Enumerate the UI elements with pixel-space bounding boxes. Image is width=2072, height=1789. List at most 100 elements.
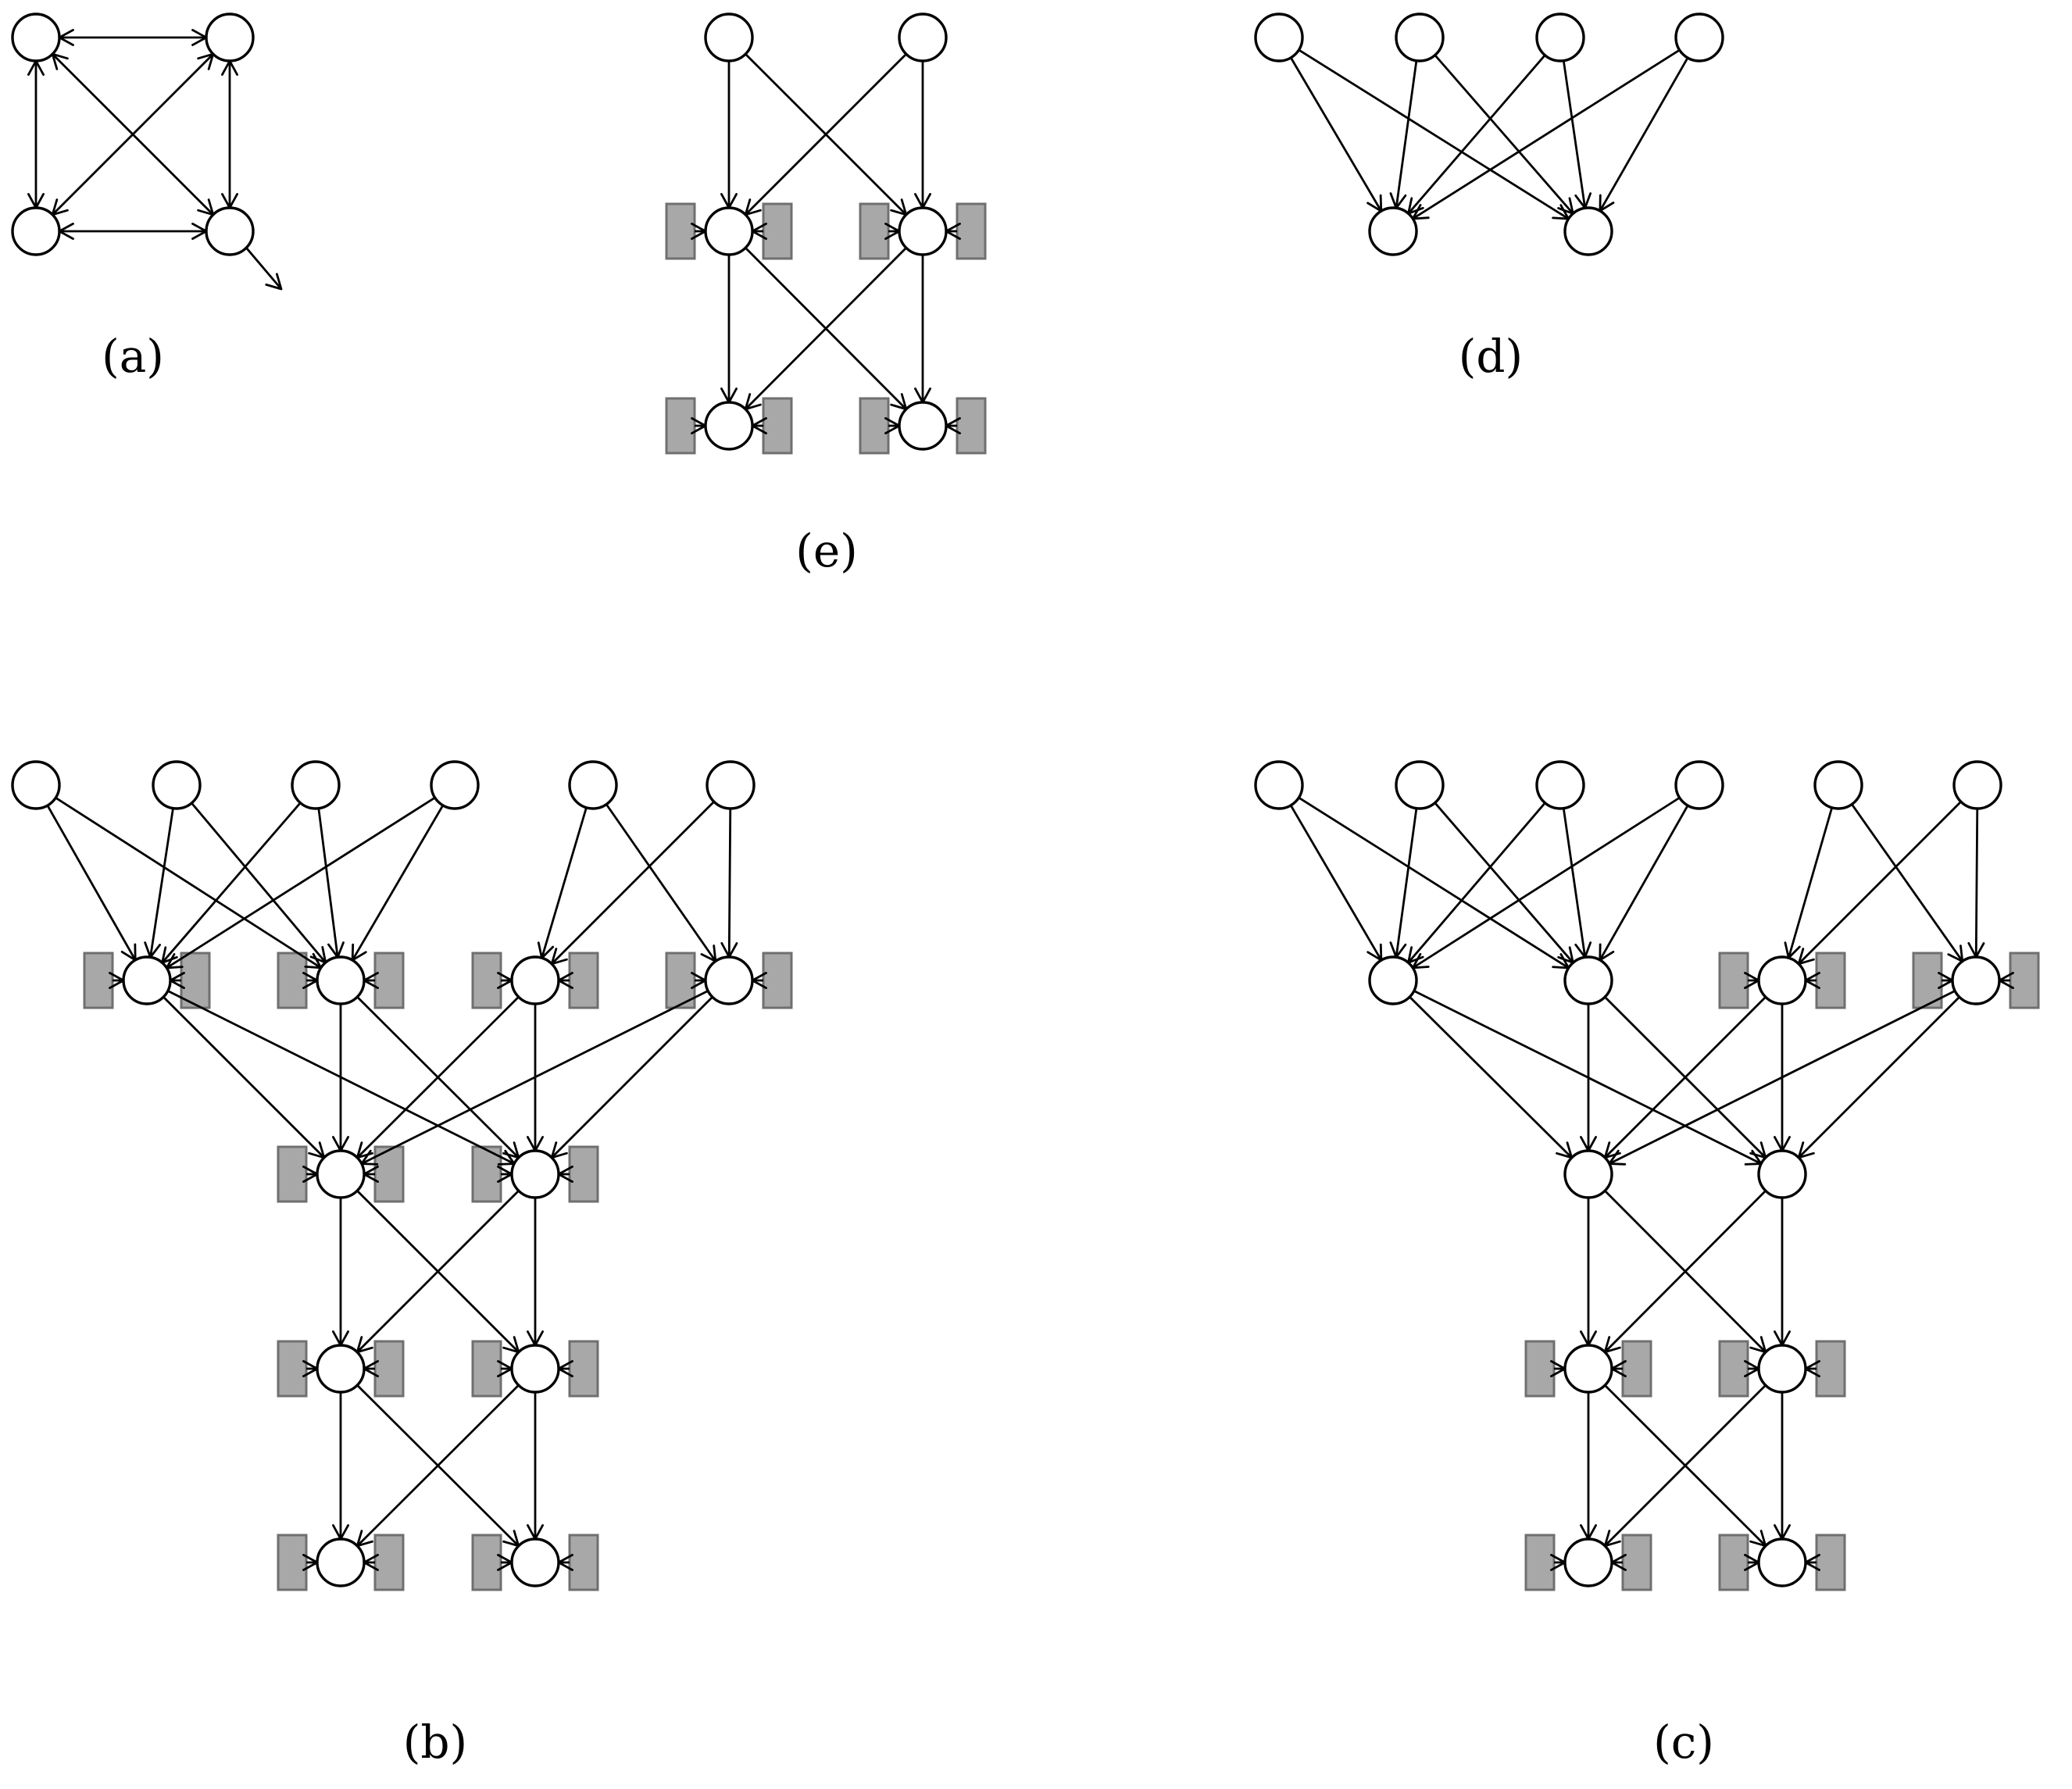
b-layer1-node-4-input-block-right: [762, 952, 793, 1009]
b-edge-l2n2-l3n1: [356, 1190, 520, 1353]
c-layer4-node-2-input-block-left: [1718, 1534, 1749, 1591]
d-edge-1-2: [1298, 48, 1570, 220]
b-layer1-node-1: [122, 955, 172, 1005]
b-layer3-node-1: [316, 1344, 366, 1394]
c-layer1-node-1: [1368, 955, 1418, 1005]
b-edge-l3n2-l4n1: [356, 1384, 520, 1547]
d-output-node-2: [1563, 206, 1613, 256]
b-layer1-node-2-input-block-left: [277, 952, 308, 1009]
c-edge-t1-l1n1: [1289, 805, 1383, 961]
c-layer1-node-3: [1757, 955, 1807, 1005]
e-output-node-2-input-block-right: [956, 397, 987, 455]
e-hidden-node-2-input-block-right: [956, 202, 987, 260]
c-edge-t4-l1n1: [1412, 796, 1681, 969]
c-input-node-3: [1535, 760, 1585, 810]
c-layer1-node-4-input-block-left: [1912, 952, 1943, 1009]
b-layer2-node-1: [316, 1149, 366, 1199]
a-edge-2-3: [52, 53, 214, 216]
c-edge-t5-l1n3: [1787, 807, 1834, 959]
nodes-layer: [11, 12, 2002, 1587]
b-edge-t6-l1n4: [727, 808, 732, 958]
b-layer1-node-4: [704, 955, 754, 1005]
c-layer4-node-1-input-block-right: [1621, 1534, 1652, 1591]
b-input-node-2: [152, 760, 202, 810]
c-layer1-node-4: [1951, 955, 2001, 1005]
b-edge-t1-l1n2: [55, 797, 322, 969]
c-edge-l1n3-l2n1: [1604, 996, 1767, 1159]
c-edge-t1-l1n2: [1298, 796, 1570, 969]
c-layer2-node-2: [1757, 1149, 1807, 1199]
a-node-1: [11, 12, 61, 62]
c-edge-t4-l1n2: [1599, 805, 1689, 961]
b-edge-t5-l1n3: [541, 807, 588, 959]
b-edge-t4-l1n1: [166, 796, 436, 969]
panel-d-caption: (d): [1459, 330, 1523, 383]
b-edge-t3-l1n2: [317, 808, 339, 958]
b-input-node-1: [11, 760, 61, 810]
e-hidden-node-1-input-block-left: [665, 202, 696, 260]
b-layer1-node-1-input-block-left: [83, 952, 114, 1009]
b-layer2-node-2-input-block-right: [568, 1145, 599, 1203]
b-edge-t1-l1n1: [46, 805, 137, 961]
c-edge-t3-l1n2: [1562, 808, 1587, 958]
b-layer3-node-2: [510, 1344, 560, 1394]
e-output-node-1: [704, 401, 754, 451]
b-layer2-node-1-input-block-right: [373, 1145, 405, 1203]
c-edge-l1n4-l2n1: [1609, 990, 1956, 1165]
c-layer2-node-1: [1563, 1149, 1613, 1199]
b-layer1-node-3-input-block-left: [471, 952, 502, 1009]
c-layer1-node-3-input-block-left: [1718, 952, 1749, 1009]
c-layer4-node-1: [1563, 1537, 1613, 1587]
b-layer3-node-1-input-block-left: [277, 1340, 308, 1398]
c-layer1-node-3-input-block-right: [1815, 952, 1846, 1009]
b-layer1-node-4-input-block-left: [665, 952, 696, 1009]
e-input-node-1: [704, 12, 754, 62]
c-edge-t5-l1n4: [1851, 803, 1963, 962]
b-edge-t6-l1n3: [551, 801, 715, 965]
c-edge-l2n2-l3n1: [1604, 1190, 1767, 1353]
c-layer3-node-1-input-block-right: [1621, 1340, 1652, 1398]
c-input-node-6: [1952, 760, 2002, 810]
panel-a-caption: (a): [102, 330, 164, 383]
e-output-node-2: [898, 401, 948, 451]
b-edge-t5-l1n4: [605, 803, 717, 962]
c-layer1-node-2: [1563, 955, 1613, 1005]
b-layer2-node-1-input-block-left: [277, 1145, 308, 1203]
a-node-3: [11, 206, 61, 256]
b-edge-t1-l1n2-head: [304, 952, 323, 969]
e-output-node-2-input-block-left: [859, 397, 890, 455]
d-edge-1-1: [1290, 57, 1382, 212]
a-output-arrow-head: [265, 273, 283, 291]
input-blocks-layer: [83, 202, 2040, 1591]
b-input-node-6: [706, 760, 756, 810]
d-edge-3-1: [1407, 54, 1546, 215]
c-input-node-1: [1254, 760, 1304, 810]
e-hidden-node-1: [704, 206, 754, 256]
c-layer3-node-1-input-block-left: [1524, 1340, 1556, 1398]
b-edge-t4-l1n2: [351, 805, 445, 961]
e-edge-m2-b1: [745, 247, 907, 410]
c-input-node-2: [1395, 760, 1445, 810]
b-layer4-node-2-input-block-left: [471, 1534, 502, 1591]
b-layer4-node-1-input-block-left: [277, 1534, 308, 1591]
d-input-node-4: [1674, 12, 1724, 62]
a-node-4: [205, 206, 255, 256]
b-layer1-node-2-input-block-right: [373, 952, 405, 1009]
c-input-node-4: [1674, 760, 1724, 810]
e-input-node-2: [898, 12, 948, 62]
c-edge-t6-l1n4: [1974, 808, 1979, 958]
e-hidden-node-2-input-block-left: [859, 202, 890, 260]
d-edge-2-2: [1434, 54, 1574, 215]
b-layer3-node-2-input-block-left: [471, 1340, 502, 1398]
d-edge-4-2: [1599, 57, 1689, 212]
d-input-node-2: [1395, 12, 1445, 62]
e-edge-t2-m1: [745, 53, 907, 216]
c-edge-t2-l1n2: [1434, 802, 1574, 964]
b-layer2-node-2: [510, 1149, 560, 1199]
c-edge-l1n1-l2n1: [1409, 996, 1573, 1159]
d-edge-2-1: [1395, 60, 1418, 209]
d-edge-4-1: [1412, 48, 1681, 220]
c-edge-t2-l1n1: [1395, 808, 1418, 958]
c-layer4-node-2: [1757, 1537, 1807, 1587]
